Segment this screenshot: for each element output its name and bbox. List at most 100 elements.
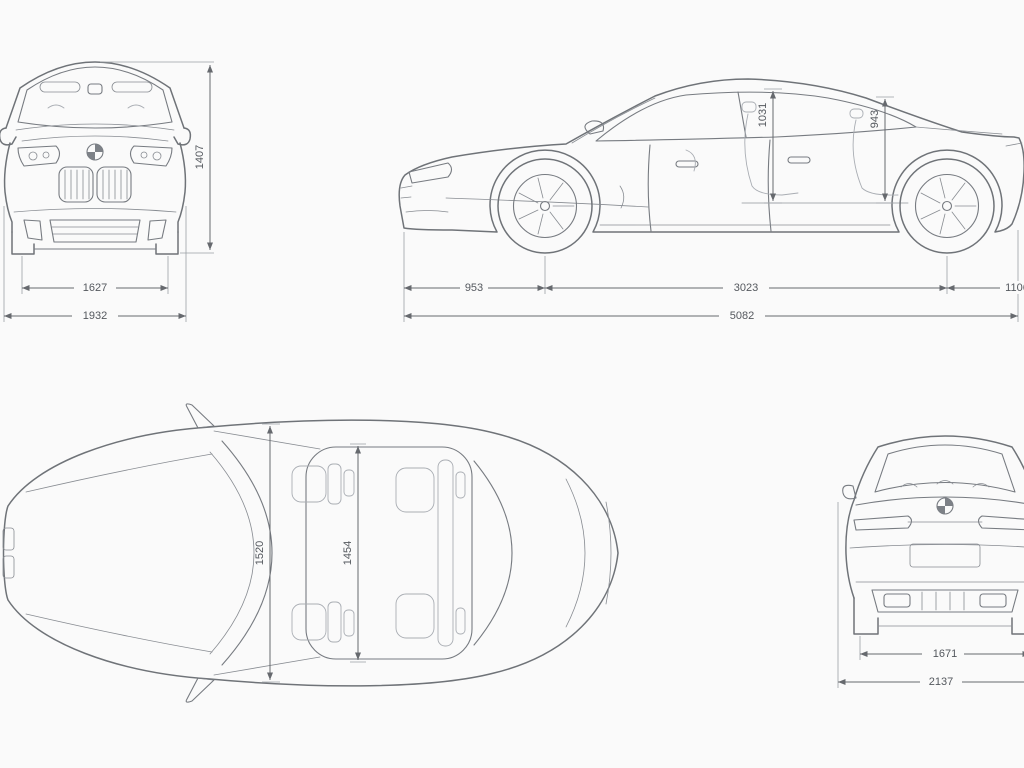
rear-width-label: 2137 <box>929 676 953 688</box>
front-extension-lines <box>3 61 214 322</box>
seat-part <box>327 601 342 643</box>
rear-wheel-rim <box>914 173 980 239</box>
nose-kidney-lower <box>2 555 15 579</box>
bumper-crease <box>13 208 177 213</box>
seat-part <box>395 593 435 639</box>
rear-seat-profile <box>852 119 899 196</box>
top-view: 1520 1454 <box>2 403 619 703</box>
side-extension-lines <box>403 88 1019 322</box>
seat-part <box>327 463 342 505</box>
door-handle-rear <box>787 156 811 164</box>
side-mirror <box>584 120 605 135</box>
rear-width-label-bg <box>920 675 962 688</box>
center-intake-slats <box>51 226 139 235</box>
b-pillar <box>737 91 747 138</box>
front-wheel-hub <box>539 200 551 212</box>
exhaust-right <box>979 593 1007 608</box>
taillight-right <box>977 515 1024 531</box>
headlight-left-lens-inner <box>42 151 50 159</box>
diffuser-fins <box>921 591 965 611</box>
air-intake-right <box>147 219 167 241</box>
rear-overhang-label: 1106 <box>1005 282 1024 294</box>
rear-headrest-bumps <box>900 480 990 488</box>
rear-mirror-left <box>842 484 857 500</box>
character-line <box>445 197 649 208</box>
rear-window-arc <box>473 460 513 646</box>
seat-part <box>291 603 327 641</box>
front-width-label-bg <box>72 309 118 322</box>
cowl-arc <box>209 451 255 655</box>
side-view: 1031 943 953 3023 1106 5082 <box>398 78 1024 322</box>
wheelbase-label-bg <box>723 281 769 294</box>
fender-vent <box>619 185 625 209</box>
kidney-grille-left <box>58 166 94 203</box>
exhaust-left <box>883 593 911 608</box>
rear-tires <box>853 597 1024 635</box>
side-mirror-right <box>173 127 192 146</box>
seat-part <box>291 465 327 503</box>
steering-hint <box>685 149 696 172</box>
front-windshield <box>17 66 173 129</box>
headlight-right <box>129 145 173 167</box>
door-handle-front <box>675 160 699 168</box>
seats-plan <box>291 459 466 647</box>
rear-track-label-bg <box>922 647 964 660</box>
seat-part <box>437 459 454 647</box>
seat-part <box>343 469 355 497</box>
rear-shoulder-line <box>855 496 1024 506</box>
front-tires <box>11 231 179 255</box>
license-plate-recess <box>909 543 981 568</box>
rear-wheel-tire <box>899 158 995 254</box>
seat-part <box>455 471 466 499</box>
headlight-left-lens <box>28 151 38 161</box>
overall-length-label: 5082 <box>730 310 754 322</box>
a-pillar-line <box>571 97 656 144</box>
sun-visor-left <box>39 81 81 93</box>
front-body-upper <box>5 61 185 129</box>
rearview-mirror <box>87 83 103 95</box>
front-interior-width-label: 1520 <box>254 541 266 565</box>
front-headrest-hints <box>47 104 145 109</box>
front-width-label: 1932 <box>83 310 107 322</box>
front-body-side-left <box>3 142 13 233</box>
roof-panel <box>305 446 473 660</box>
bmw-roundel-quadrants <box>87 144 103 160</box>
rear-track-label: 1671 <box>933 648 957 660</box>
rear-diffuser <box>871 589 1019 613</box>
mirror-bottom <box>185 677 215 703</box>
side-mirror-left <box>0 127 17 146</box>
rear-seat-headrest <box>849 108 864 119</box>
front-wheel-rim <box>512 173 578 239</box>
front-wheel-tire <box>497 158 593 254</box>
door-cut-lines <box>647 139 772 232</box>
rear-window <box>874 444 1016 493</box>
grille-slats <box>64 169 128 200</box>
top-body-outline <box>2 419 619 687</box>
rear-view: 1671 2137 <box>837 435 1024 688</box>
front-body-side-right <box>177 142 187 233</box>
headlight-right-lens <box>152 151 162 161</box>
rear-wheel-spokes <box>920 177 977 235</box>
nose-detail-lines <box>400 185 449 213</box>
headlight-right-lens-inner <box>140 151 148 159</box>
rear-overhang-label-bg <box>1000 281 1024 294</box>
beltline-rear <box>915 126 1003 135</box>
trunk-lines <box>565 478 612 628</box>
bmw-roundel-rear-quadrants <box>937 498 953 514</box>
front-headroom-label: 1031 <box>757 103 769 127</box>
taillight-hint <box>1005 142 1023 147</box>
front-seat-profile <box>744 113 799 196</box>
a-pillar-lines <box>213 430 321 676</box>
nose-kidney-upper <box>2 527 15 551</box>
rear-wheel-hub <box>941 200 953 212</box>
front-overhang-label-bg <box>460 281 488 294</box>
wheelbase-label: 3023 <box>734 282 758 294</box>
front-seat-headrest <box>741 101 757 113</box>
seat-part <box>343 609 355 637</box>
top-extension-ticks <box>262 423 366 683</box>
seat-part <box>455 607 466 635</box>
overall-length-label-bg <box>719 309 765 322</box>
rear-interior-width-label: 1454 <box>342 541 354 565</box>
